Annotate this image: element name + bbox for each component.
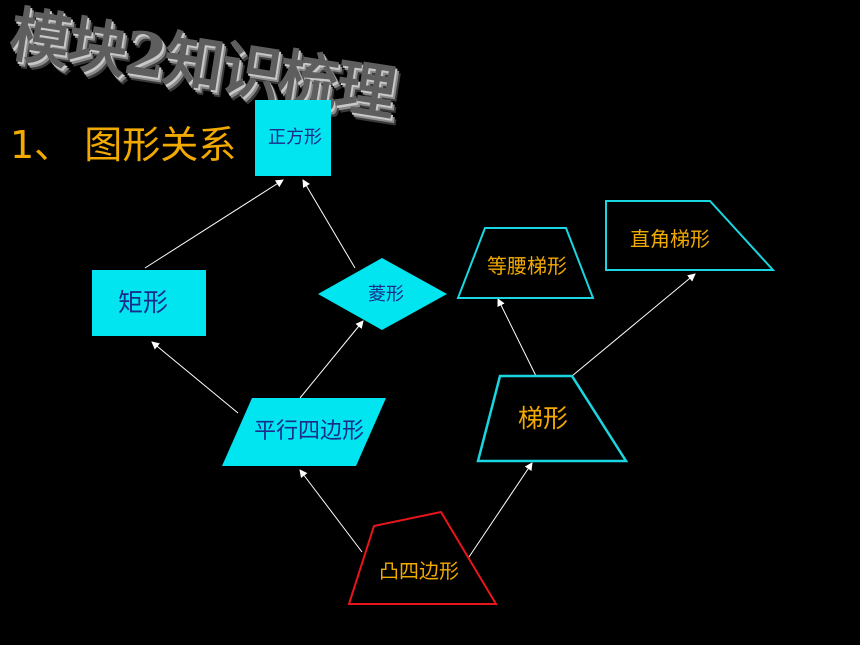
arrow-parallelogram-to-rhombus	[299, 320, 364, 399]
isosceles-trapezoid-shape	[456, 227, 595, 299]
arrow-rectangle-to-square	[144, 179, 284, 269]
trapezoid-shape	[476, 374, 629, 463]
isosceles-trapezoid-label: 等腰梯形	[487, 254, 567, 278]
rhombus-shape	[318, 258, 447, 330]
square-shape	[255, 100, 331, 176]
square-label: 正方形	[268, 127, 322, 148]
section-heading: 1、 图形关系	[10, 123, 237, 167]
arrow-rhombus-to-square	[302, 179, 356, 269]
right-trapezoid-shape	[605, 200, 776, 271]
arrow-convex-to-trapezoid	[468, 462, 533, 558]
arrow-trapezoid-to-isosceles	[497, 298, 537, 377]
rectangle-label: 矩形	[118, 288, 168, 317]
rectangle-shape	[92, 270, 206, 336]
right-trapezoid-label: 直角梯形	[630, 227, 710, 251]
parallelogram-label: 平行四边形	[254, 419, 364, 444]
arrow-trapezoid-to-right-trapezoid	[571, 273, 696, 377]
arrow-parallelogram-to-rectangle	[151, 341, 239, 414]
arrow-convex-to-parallelogram	[299, 469, 363, 553]
convex-quadrilateral-shape	[347, 510, 498, 605]
convex-quadrilateral-label: 凸四边形	[379, 559, 459, 583]
trapezoid-label: 梯形	[518, 404, 568, 433]
parallelogram-shape	[222, 398, 386, 466]
rhombus-label: 菱形	[368, 284, 404, 305]
